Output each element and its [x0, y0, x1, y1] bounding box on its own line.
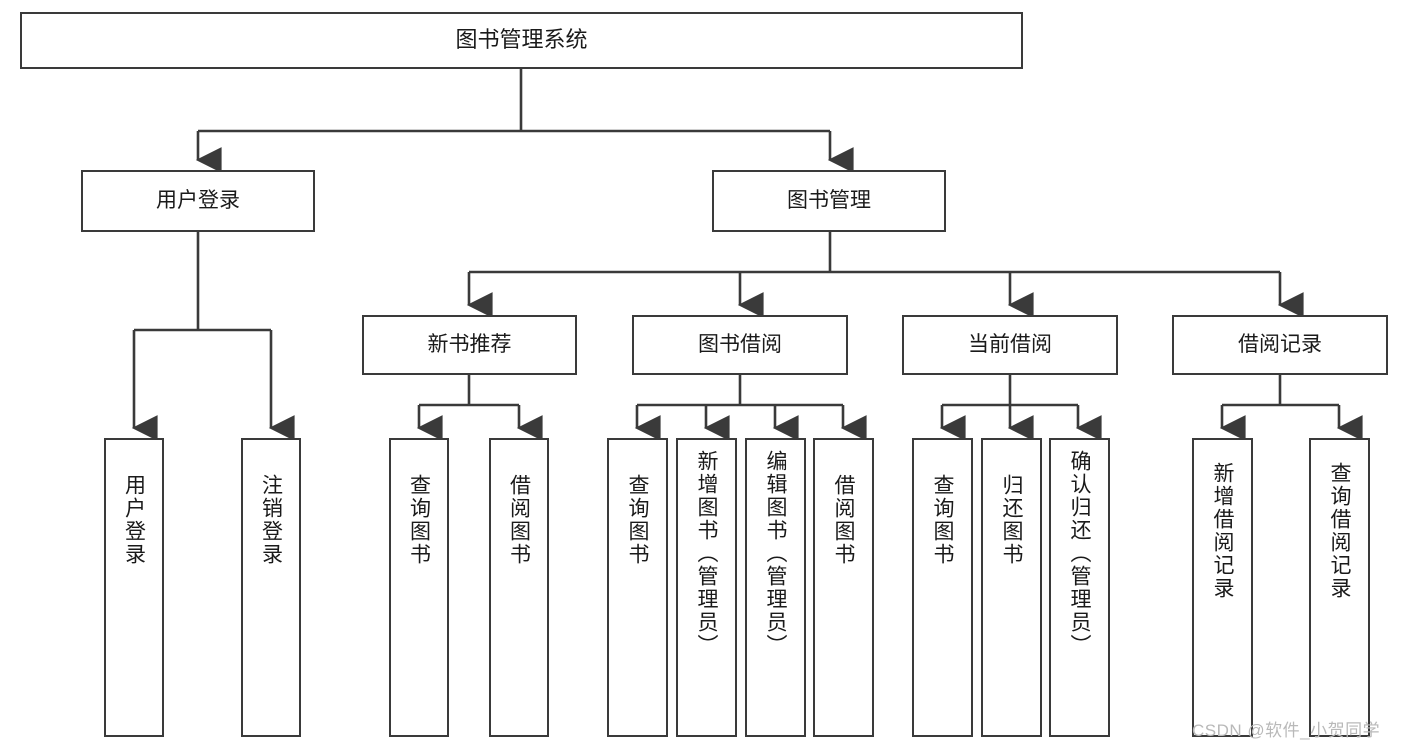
node-leaf-add-book[interactable]: 新增图书（管理员）	[676, 438, 737, 737]
node-label: 注销登录	[259, 474, 283, 566]
node-label: 用户登录	[122, 474, 146, 566]
node-label: 当前借阅	[968, 333, 1052, 357]
node-leaf-borrow-book-2[interactable]: 借阅图书	[813, 438, 874, 737]
node-book-management[interactable]: 图书管理	[712, 170, 946, 232]
node-leaf-add-record[interactable]: 新增借阅记录	[1192, 438, 1253, 737]
node-leaf-query-book-1[interactable]: 查询图书	[389, 438, 449, 737]
node-label: 查询图书	[931, 474, 954, 566]
node-label: 编辑图书（管理员）	[764, 450, 787, 657]
node-label: 图书管理系统	[455, 27, 588, 53]
node-label: 查询借阅记录	[1328, 462, 1351, 600]
node-leaf-borrow-book-1[interactable]: 借阅图书	[489, 438, 549, 737]
node-label: 新书推荐	[427, 333, 512, 357]
node-label: 图书借阅	[698, 333, 782, 357]
node-leaf-query-book-3[interactable]: 查询图书	[912, 438, 973, 737]
node-leaf-query-record[interactable]: 查询借阅记录	[1309, 438, 1370, 737]
node-root-system[interactable]: 图书管理系统	[20, 12, 1023, 69]
node-user-login[interactable]: 用户登录	[81, 170, 315, 232]
node-label: 归还图书	[1000, 474, 1023, 566]
node-label: 新增图书（管理员）	[695, 450, 718, 657]
node-label: 用户登录	[156, 189, 240, 213]
node-leaf-user-login[interactable]: 用户登录	[104, 438, 164, 737]
node-book-borrow[interactable]: 图书借阅	[632, 315, 848, 375]
node-leaf-user-logout[interactable]: 注销登录	[241, 438, 301, 737]
node-label: 新增借阅记录	[1211, 462, 1234, 600]
node-leaf-query-book-2[interactable]: 查询图书	[607, 438, 668, 737]
node-label: 借阅图书	[832, 474, 855, 566]
node-leaf-confirm-return[interactable]: 确认归还（管理员）	[1049, 438, 1110, 737]
node-label: 图书管理	[787, 189, 871, 213]
node-leaf-edit-book[interactable]: 编辑图书（管理员）	[745, 438, 806, 737]
node-label: 借阅图书	[507, 474, 531, 566]
node-label: 借阅记录	[1238, 333, 1322, 357]
node-current-borrow[interactable]: 当前借阅	[902, 315, 1118, 375]
node-label: 查询图书	[407, 474, 431, 566]
node-label: 查询图书	[626, 474, 649, 566]
node-borrow-record[interactable]: 借阅记录	[1172, 315, 1388, 375]
node-leaf-return-book[interactable]: 归还图书	[981, 438, 1042, 737]
node-new-book-recommend[interactable]: 新书推荐	[362, 315, 577, 375]
node-label: 确认归还（管理员）	[1068, 450, 1091, 657]
